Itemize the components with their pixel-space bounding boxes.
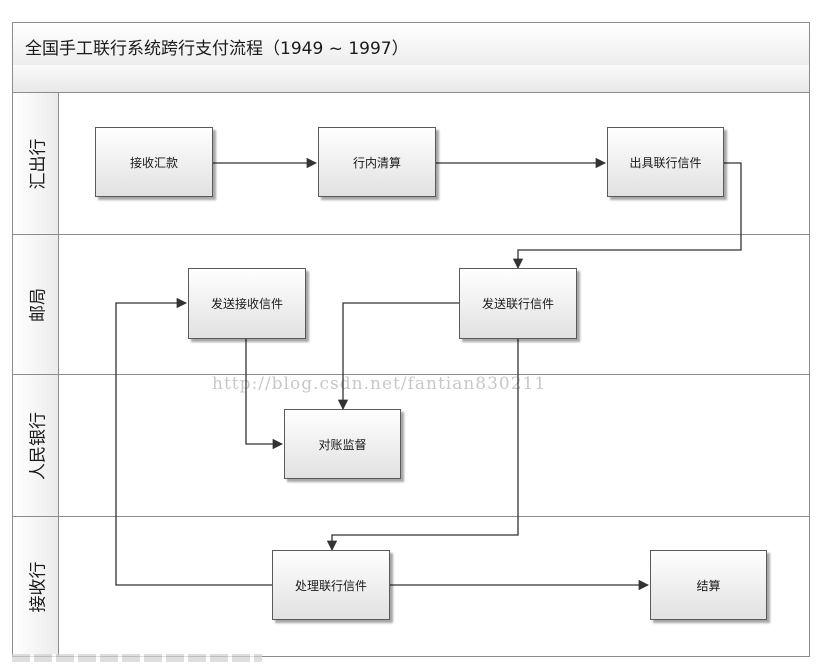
edge-send-receive-to-reconcile xyxy=(245,339,284,450)
diagram-title: 全国手工联行系统跨行支付流程（1949 ~ 1997） xyxy=(25,39,409,59)
node-settlement[interactable]: 结算 xyxy=(650,550,767,620)
node-send-interbank-letter[interactable]: 发送联行信件 xyxy=(459,268,577,339)
title-separator-bar xyxy=(12,65,810,93)
node-receive-remittance[interactable]: 接收汇款 xyxy=(95,127,213,197)
blurred-footer-caption xyxy=(12,654,262,662)
node-issue-interbank-letter[interactable]: 出具联行信件 xyxy=(607,127,724,197)
node-process-interbank-letter[interactable]: 处理联行信件 xyxy=(272,550,390,620)
lane-header: 汇出行 xyxy=(13,93,59,234)
diagram-title-bar: 全国手工联行系统跨行支付流程（1949 ~ 1997） xyxy=(12,22,810,66)
edge-issue-to-post xyxy=(512,162,742,270)
edge-post-to-process xyxy=(326,339,519,552)
lane-receiving-bank: 接收行 xyxy=(12,517,810,657)
lane-remitting-bank: 汇出行 xyxy=(12,93,810,235)
edge-post-to-reconcile xyxy=(337,302,459,411)
node-internal-clearing[interactable]: 行内清算 xyxy=(318,127,436,197)
node-send-receive-letter[interactable]: 发送接收信件 xyxy=(188,268,306,339)
node-reconcile-supervise[interactable]: 对账监督 xyxy=(284,409,401,479)
lane-header: 接收行 xyxy=(13,517,59,656)
lane-peoples-bank: 人民银行 xyxy=(12,375,810,517)
lane-header: 人民银行 xyxy=(13,375,59,516)
lane-header: 邮局 xyxy=(13,235,59,374)
watermark-text: http://blog.csdn.net/fantian830211 xyxy=(212,374,547,394)
lane-post-office: 邮局 xyxy=(12,235,810,375)
edge-process-to-send-receive xyxy=(115,297,272,586)
